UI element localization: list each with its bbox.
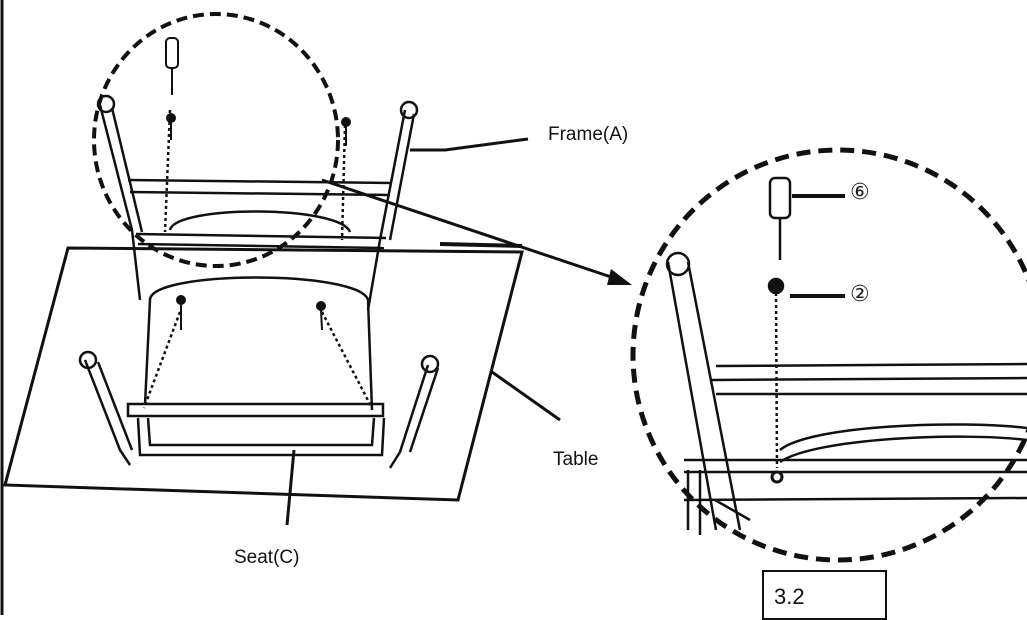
- leg-cap: [420, 354, 440, 374]
- screwdriver-icon: [165, 37, 179, 69]
- step-number-box: 3.2: [762, 570, 887, 620]
- front-leg-left: [83, 359, 132, 466]
- screws: [165, 37, 351, 331]
- part-number-6: ⑥: [850, 180, 870, 205]
- leg-cap: [399, 100, 419, 120]
- leg-cap: [78, 350, 98, 370]
- frame-label: Frame(A): [548, 124, 629, 145]
- seat-leader: [285, 449, 296, 526]
- back-leg-right: [366, 109, 407, 311]
- step-number: 3.2: [774, 584, 805, 609]
- highlight-circle-small: [92, 12, 340, 268]
- table-edge: [439, 242, 523, 248]
- seat-label: Seat(C): [234, 547, 300, 568]
- part-number-2: ②: [850, 282, 870, 307]
- table-outline: [3, 246, 524, 502]
- frame-leader: [410, 137, 529, 152]
- zoom-arrow: [321, 178, 621, 282]
- chair: [78, 94, 440, 469]
- table-leader: [491, 370, 561, 422]
- front-leg-right: [388, 364, 430, 469]
- back-leg-left: [98, 104, 142, 301]
- table-label: Table: [553, 449, 599, 470]
- highlight-circle-large: [630, 147, 1027, 563]
- arrow-head: [607, 269, 632, 285]
- detail-view: [665, 176, 1027, 535]
